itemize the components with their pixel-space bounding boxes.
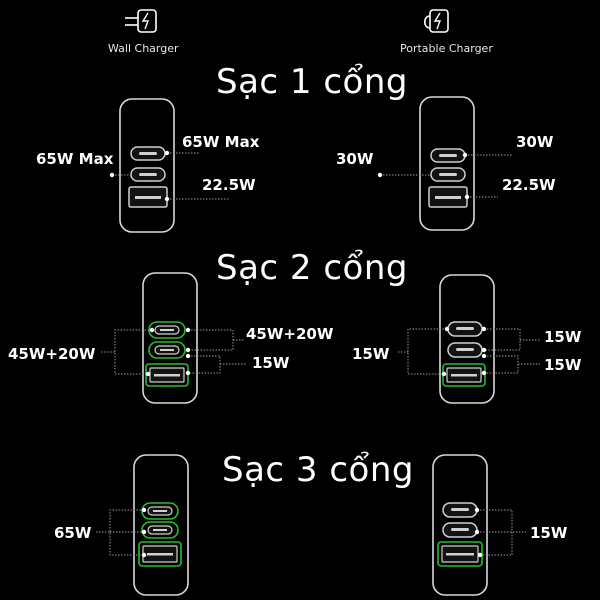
usb-c-port-2 xyxy=(430,167,466,182)
section-2-title: Sạc 2 cổng xyxy=(216,248,408,288)
s2-portable-right-label-2: 15W xyxy=(544,356,582,374)
s3-portable-charger xyxy=(432,454,488,596)
usb-c-port-1 xyxy=(430,148,466,163)
usb-a-port-active xyxy=(138,541,182,567)
usb-c-port-1-active xyxy=(141,502,179,520)
usb-c-port-1 xyxy=(130,146,166,161)
s1-wall-right-label-2: 22.5W xyxy=(202,176,256,194)
usb-c-port-2 xyxy=(442,522,478,538)
s2-wall-charger xyxy=(142,272,198,404)
s2-wall-right-label-1: 45W+20W xyxy=(246,325,334,343)
portable-battery-charger-icon xyxy=(423,9,449,33)
usb-c-port-1 xyxy=(447,321,483,337)
s1-wall-left-label: 65W Max xyxy=(36,150,114,168)
usb-c-port-2 xyxy=(130,167,166,182)
usb-c-port-2-active xyxy=(141,521,179,539)
wall-charger-label: Wall Charger xyxy=(108,42,179,55)
wall-plug-charger-icon xyxy=(125,9,157,33)
section-3-title: Sạc 3 cổng xyxy=(222,450,414,490)
s1-wall-right-label-1: 65W Max xyxy=(182,133,260,151)
usb-a-port xyxy=(428,186,468,208)
usb-c-port-2-active xyxy=(148,341,186,359)
usb-c-port-2 xyxy=(447,342,483,358)
usb-a-port-active xyxy=(145,363,189,387)
usb-a-port-active xyxy=(442,363,486,387)
s3-wall-left-label: 65W xyxy=(54,524,92,542)
usb-a-port xyxy=(128,186,168,208)
s2-portable-charger xyxy=(439,274,495,404)
usb-a-port-active xyxy=(437,541,483,567)
s2-portable-left-label: 15W xyxy=(352,345,390,363)
s3-portable-right-label: 15W xyxy=(530,524,568,542)
usb-c-port-1-active xyxy=(148,321,186,339)
s2-wall-left-label: 45W+20W xyxy=(8,345,96,363)
s1-portable-charger xyxy=(419,96,475,231)
s3-wall-charger xyxy=(133,454,189,596)
s2-wall-right-label-2: 15W xyxy=(252,354,290,372)
s1-wall-charger xyxy=(119,98,175,233)
s1-portable-left-label: 30W xyxy=(336,150,374,168)
s2-portable-right-label-1: 15W xyxy=(544,328,582,346)
portable-charger-label: Portable Charger xyxy=(400,42,493,55)
s1-portable-right-label-1: 30W xyxy=(516,133,554,151)
section-1-title: Sạc 1 cổng xyxy=(216,62,408,102)
s1-portable-right-label-2: 22.5W xyxy=(502,176,556,194)
usb-c-port-1 xyxy=(442,502,478,518)
